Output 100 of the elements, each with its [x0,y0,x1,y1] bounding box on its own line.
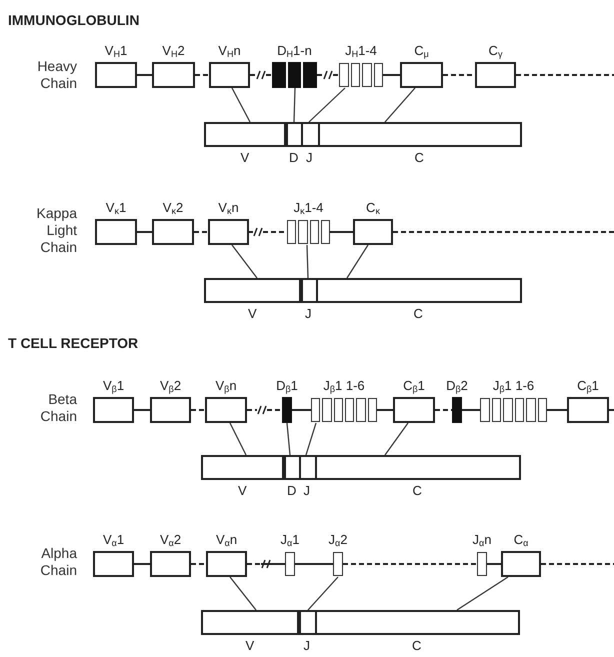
dna-line [191,409,205,411]
dna-line [137,231,152,233]
dna-line [260,560,334,568]
leader-line [230,576,256,610]
segment-label: C [412,484,422,498]
gene-segment [152,201,194,245]
leader-line [229,422,247,456]
segment-label: C$_{γ}$ [488,44,502,58]
segment-label: V$_{κ}$1 [106,201,126,215]
gene-segment [205,379,247,423]
gene-segment [152,44,195,88]
segment-label: D [287,484,296,498]
dna-line [383,74,400,76]
gene-segment [93,533,134,577]
dna-line [435,409,452,411]
segment-label: V$_{κ}$n [218,201,239,215]
segment-label: C$_{β}$1 [577,379,599,393]
dna-line [393,231,614,233]
segment-label: D [289,151,298,165]
segment-label: J [304,484,310,498]
segment-label: V$_{H}$1 [104,44,128,58]
chain-name: Beta Chain [39,391,77,425]
gene-segment [150,379,191,423]
gene-segment [208,201,249,245]
gene-segment [287,201,330,245]
dna-line [249,70,273,80]
segment-label: V [238,484,247,498]
segment-label: C [414,151,424,165]
leader-line [231,88,251,122]
segment-label: V$_{β}$1 [102,379,124,393]
gene-segment [209,44,250,88]
segment-label: C$_{μ}$ [414,44,429,58]
gene-segment [311,379,377,423]
gene-segment [480,379,547,423]
gene-segment [475,44,516,88]
leader-line [308,576,338,610]
dna-line [343,563,477,565]
segment-label: J$_{α}$2 [328,533,348,547]
segment-label: C$_{α}$ [514,533,528,547]
dna-line [246,406,283,414]
dna-line [191,563,206,565]
dna-line [292,409,311,411]
segment-label: V$_{β}$2 [160,379,182,393]
gene-segment [400,44,443,88]
leader-line [384,88,416,122]
segment-label: J$_{α}$1 [280,533,300,547]
dna-line [541,563,614,565]
segment-label: D$_{H}$1-n [277,44,312,58]
segment-label: J$_{β}$1 1-6 [323,379,365,393]
dna-line [462,409,480,411]
gene-segment [393,379,435,423]
chain-name: Alpha Chain [39,545,77,579]
segment-label: J$_{H}$1-4 [345,44,377,58]
gene-segment [353,201,393,245]
gene-segment [95,44,137,88]
segment-label: J [305,307,312,321]
chain-name: Kappa Light Chain [36,205,77,256]
segment-label: C [412,639,422,653]
dna-line [516,74,614,76]
dna-line [487,563,501,565]
section-heading: IMMUNOGLOBULIN [8,12,140,29]
segment-label: V$_{H}$n [218,44,241,58]
dna-line [134,563,150,565]
segment-label: C$_{β}$1 [403,379,425,393]
segment-label: J$_{α}$n [472,533,492,547]
dna-line [609,409,614,411]
segment-label: V [248,307,257,321]
gene-segment [567,379,609,423]
segment-label: V$_{κ}$2 [162,201,184,215]
dna-line [547,409,567,411]
leader-line [305,422,317,456]
leader-line [293,88,296,122]
gene-segment [501,533,541,577]
segment-label: V [246,639,254,653]
leader-line [456,576,508,610]
segment-label: V [240,151,250,165]
dna-line [377,409,393,411]
segment-label: V$_{β}$n [215,379,237,393]
dna-line [194,231,208,233]
segment-label: C$_{κ}$ [366,201,380,215]
leader-line [306,244,309,278]
segment-label: V$_{α}$1 [102,533,124,547]
dna-line [330,231,353,233]
segment-label: V$_{α}$n [216,533,238,547]
segment-label: J$_{κ}$1-4 [294,201,324,215]
gene-segment [272,44,317,88]
gene-segment [93,379,134,423]
dna-line [137,74,152,76]
segment-label: J$_{β}$1 1-6 [492,379,534,393]
leader-line [232,244,258,278]
segment-label: V$_{α}$2 [160,533,182,547]
leader-line [346,244,368,278]
gene-segment [95,201,137,245]
dna-line [134,409,150,411]
segment-label: J [304,639,310,653]
dna-line [443,74,475,76]
segment-label: C [414,307,423,321]
chain-name: Heavy Chain [36,58,77,92]
segment-label: V$_{H}$2 [162,44,185,58]
segment-label: J [306,151,312,165]
